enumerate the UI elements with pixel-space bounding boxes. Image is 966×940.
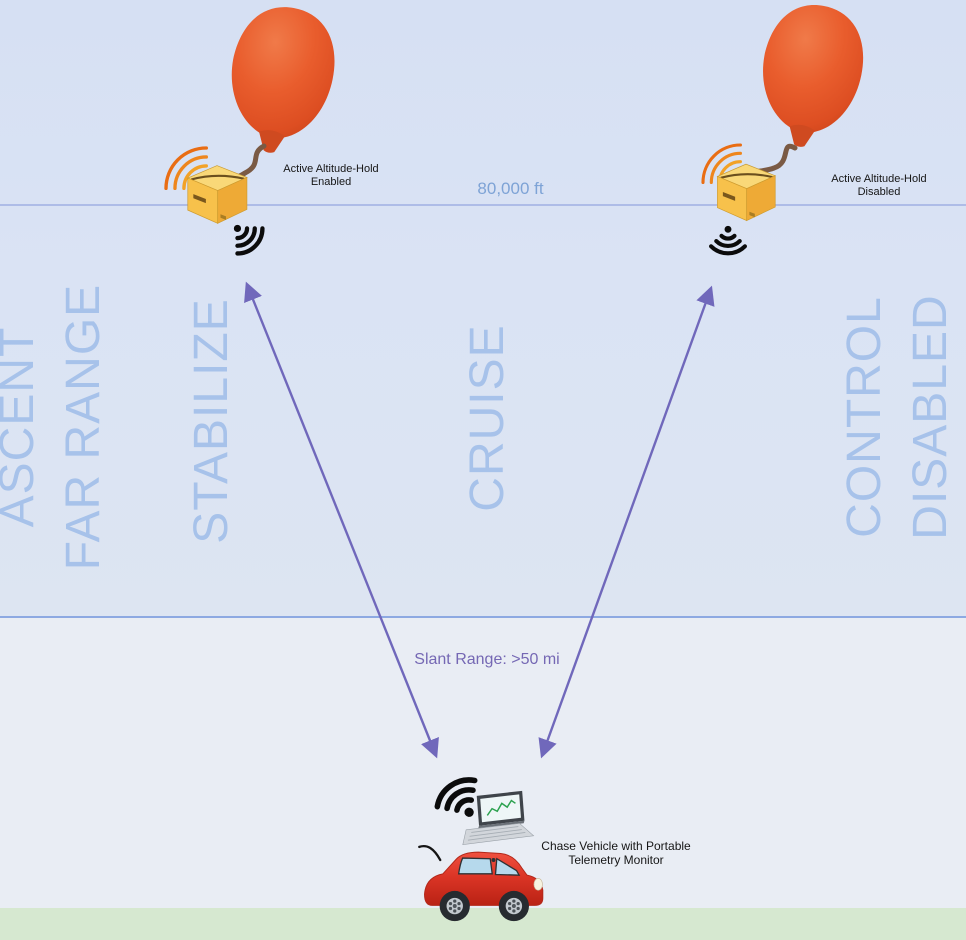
range-boundary-line bbox=[0, 616, 966, 618]
phase-label-stabilize: STABILIZE bbox=[185, 298, 238, 544]
package-icon bbox=[181, 160, 253, 224]
phase-label-cruise: CRUISE bbox=[461, 324, 514, 512]
phase-far-range: FAR RANGE bbox=[57, 283, 110, 571]
altitude-label: 80,000 ft bbox=[477, 179, 544, 198]
balloon-icon bbox=[739, 0, 884, 161]
wifi-signal-icon bbox=[214, 205, 283, 274]
phase-control: CONTROL bbox=[838, 296, 891, 538]
phase-label-control-disabled: CONTROL DISABLED bbox=[832, 257, 964, 577]
left-balloon-caption: Active Altitude-Hold Enabled bbox=[283, 163, 379, 189]
antenna-icon bbox=[418, 845, 442, 862]
altitude-reference-line bbox=[0, 204, 966, 206]
phase-ascent: ASCENT bbox=[0, 326, 44, 528]
phase-label-ascent-far-range: ASCENT FAR RANGE bbox=[0, 267, 117, 587]
package-icon bbox=[712, 158, 780, 222]
chase-vehicle-caption: Chase Vehicle with Portable Telemetry Mo… bbox=[541, 839, 691, 868]
ground-strip bbox=[0, 908, 966, 940]
laptop-icon bbox=[453, 782, 539, 860]
wifi-signal-icon bbox=[702, 222, 754, 268]
slant-range-label: Slant Range: >50 mi bbox=[414, 651, 560, 668]
wifi-signal-icon bbox=[412, 751, 502, 840]
right-balloon-caption: Active Altitude-Hold Disabled bbox=[831, 173, 927, 199]
car-icon bbox=[414, 839, 552, 931]
phase-disabled: DISABLED bbox=[904, 294, 957, 540]
